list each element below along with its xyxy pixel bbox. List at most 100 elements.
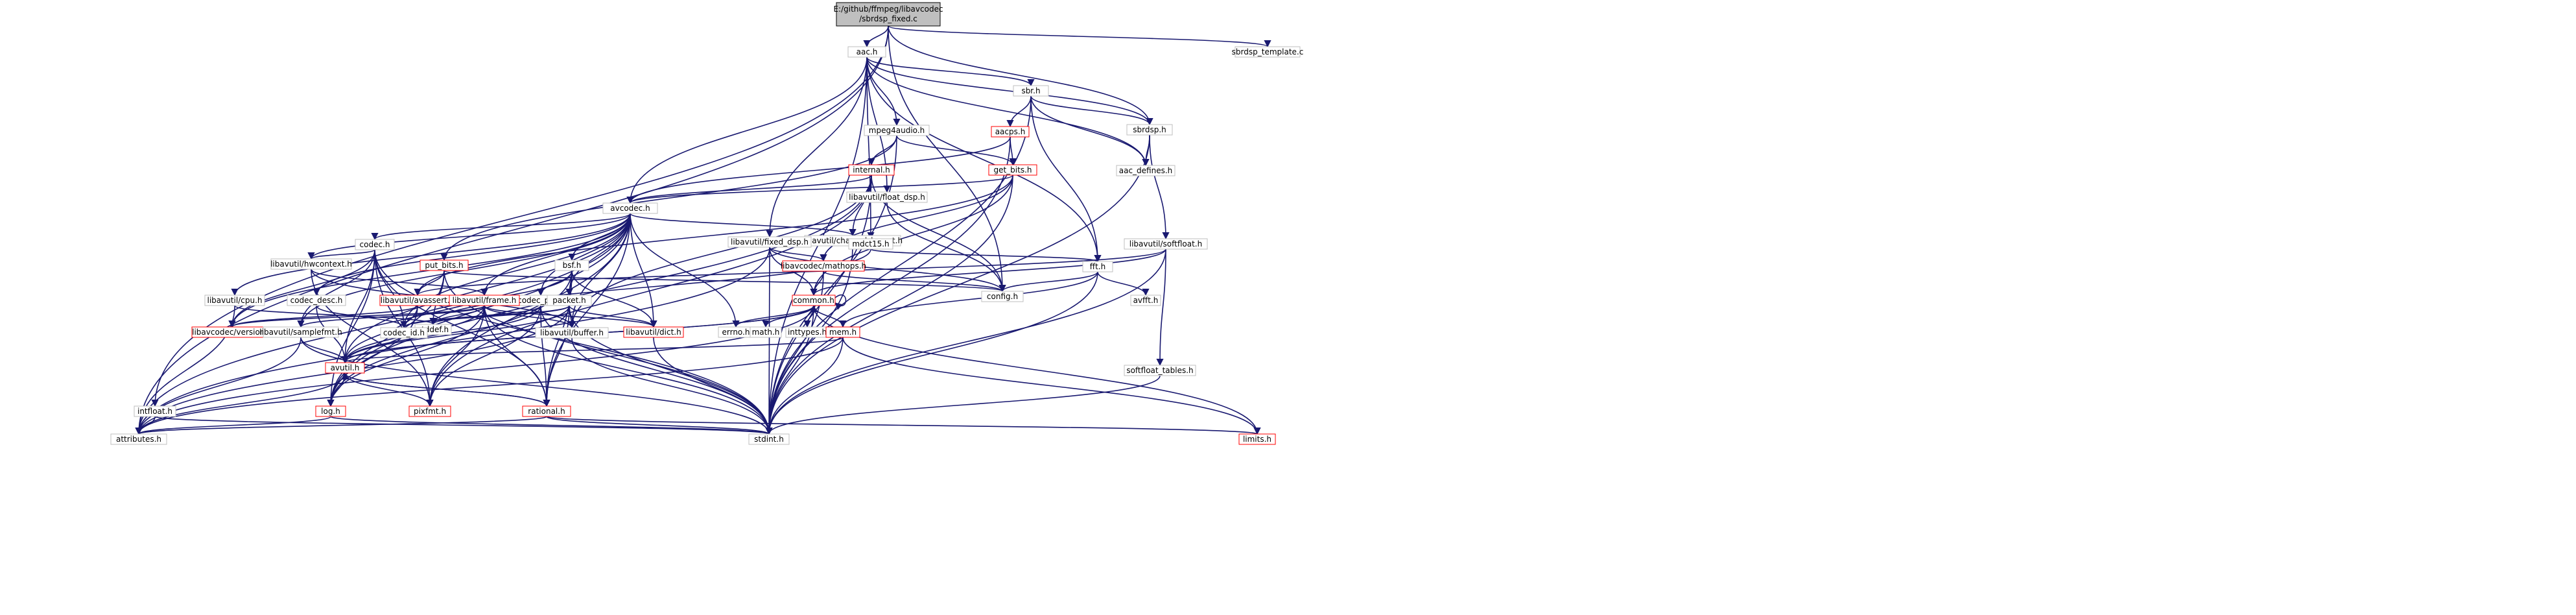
- edge-mem-to-stdint: [765, 337, 844, 435]
- node-label: fft.h: [1090, 262, 1105, 271]
- edge: [626, 175, 1013, 204]
- node-rational[interactable]: rational.h: [522, 405, 571, 417]
- node-inttypes: inttypes.h: [785, 326, 829, 338]
- node-version[interactable]: libavcodec/version.h: [191, 326, 273, 338]
- edge: [327, 175, 872, 407]
- edge-aac-to-mdct15: [866, 56, 875, 240]
- edge: [1030, 95, 1102, 263]
- edge: [546, 416, 773, 435]
- node-label: libavcodec/version.h: [192, 328, 272, 337]
- edge-aacps-to-stdint: [765, 136, 1011, 435]
- node-internal[interactable]: internal.h: [848, 164, 895, 176]
- edge-samplefmt-to-stdint: [300, 337, 773, 435]
- node-label: libavutil/softfloat.h: [1129, 239, 1202, 248]
- edge-mdct15-to-fft: [870, 248, 1102, 263]
- node-box: [1116, 165, 1176, 176]
- edge: [765, 247, 773, 435]
- node-mathops[interactable]: libavcodec/mathops.h: [781, 260, 866, 272]
- edge-get-bits-to-avcodec: [626, 175, 1013, 204]
- edge: [569, 305, 657, 328]
- node-box: [1126, 124, 1173, 136]
- edge-frame-to-rational: [484, 305, 550, 407]
- edge-avassert-to-version: [228, 305, 418, 328]
- node-box: [1124, 238, 1208, 250]
- edge-put-bits-to-config: [443, 270, 1006, 293]
- edge: [484, 305, 550, 407]
- node-float-dsp: libavutil/float_dsp.h: [846, 191, 928, 203]
- edge-avcodec-to-rational: [543, 213, 631, 407]
- edge: [313, 213, 631, 296]
- node-hwcontext: libavutil/hwcontext.h: [270, 258, 352, 270]
- edge: [307, 213, 631, 260]
- node-dict[interactable]: libavutil/dict.h: [623, 326, 684, 338]
- edge: [842, 337, 1261, 435]
- node-box: [449, 295, 520, 306]
- node-avutil[interactable]: avutil.h: [325, 362, 365, 374]
- edge-rational-to-avutil: [341, 372, 547, 407]
- node-get-bits[interactable]: get_bits.h: [988, 164, 1037, 176]
- edge: [630, 213, 740, 328]
- node-label: inttypes.h: [788, 328, 827, 337]
- edge: [228, 249, 375, 328]
- node-common[interactable]: common.h: [792, 295, 836, 306]
- node-box: [287, 295, 346, 306]
- node-label: libavutil/fixed_dsp.h: [731, 237, 809, 247]
- node-box: [1130, 295, 1161, 306]
- node-box: [325, 362, 365, 374]
- node-pixfmt[interactable]: pixfmt.h: [408, 405, 451, 417]
- edge: [341, 337, 844, 364]
- node-put-bits[interactable]: put_bits.h: [419, 259, 469, 271]
- node-avassert[interactable]: libavutil/avassert.h: [379, 295, 456, 306]
- node-box: [419, 259, 469, 271]
- node-label: avcodec.h: [610, 204, 650, 213]
- node-label: sbr.h: [1021, 86, 1040, 95]
- node-label: libavutil/samplefmt.h: [259, 328, 342, 337]
- edge: [135, 416, 547, 435]
- node-label: stdint.h: [754, 435, 784, 444]
- edge-aacps-to-avcodec: [626, 136, 1011, 204]
- edge-aac-to-avcodec: [626, 56, 868, 204]
- node-label: limits.h: [1243, 435, 1271, 444]
- edge-fft-to-stdint: [765, 271, 1098, 435]
- node-label: libavutil/frame.h: [453, 296, 517, 305]
- edge-bsf-to-codec-par: [537, 270, 573, 296]
- node-mem[interactable]: mem.h: [825, 326, 860, 338]
- edge: [653, 337, 773, 435]
- root-node: E:/github/ffmpeg/libavcodec /sbrdsp_fixe…: [833, 2, 943, 27]
- node-box: [1124, 365, 1196, 376]
- edge: [1156, 248, 1166, 367]
- edge: [630, 213, 657, 328]
- edge-codec-to-samplefmt: [297, 249, 375, 328]
- edge-log-to-stdint: [330, 416, 773, 435]
- edge-softfloat-to-common: [810, 248, 1166, 296]
- node-box: [981, 291, 1024, 302]
- edge-codec-to-log: [327, 249, 375, 407]
- node-box: [1082, 261, 1113, 272]
- node-limits[interactable]: limits.h: [1238, 433, 1276, 445]
- edge: [765, 375, 1161, 435]
- edge-fft-to-avfft: [1097, 271, 1150, 296]
- edge: [765, 337, 844, 435]
- edge-rational-to-attributes: [135, 416, 547, 435]
- edge-hwcontext-to-frame: [311, 269, 488, 296]
- edge: [228, 305, 418, 328]
- edge: [765, 271, 1098, 435]
- node-box: [623, 326, 684, 338]
- node-aacps[interactable]: aacps.h: [991, 126, 1030, 138]
- node-label: attributes.h: [116, 435, 161, 444]
- edge: [443, 270, 1006, 293]
- edge-common-to-common: [834, 294, 847, 310]
- node-box: [270, 258, 352, 270]
- edge: [765, 136, 1011, 435]
- edge-avcodec-to-cpu: [231, 213, 631, 296]
- node-frame[interactable]: libavutil/frame.h: [449, 295, 520, 306]
- edge: [626, 136, 1011, 204]
- node-log[interactable]: log.h: [315, 405, 346, 417]
- edge: [414, 270, 445, 296]
- node-label: bsf.h: [563, 261, 582, 270]
- node-label: aacps.h: [995, 127, 1026, 136]
- node-aac: aac.h: [847, 46, 886, 58]
- node-label: avfft.h: [1133, 296, 1159, 305]
- edge-softfloat-tables-to-stdint: [765, 375, 1161, 435]
- edge-root-to-attributes: [135, 25, 889, 435]
